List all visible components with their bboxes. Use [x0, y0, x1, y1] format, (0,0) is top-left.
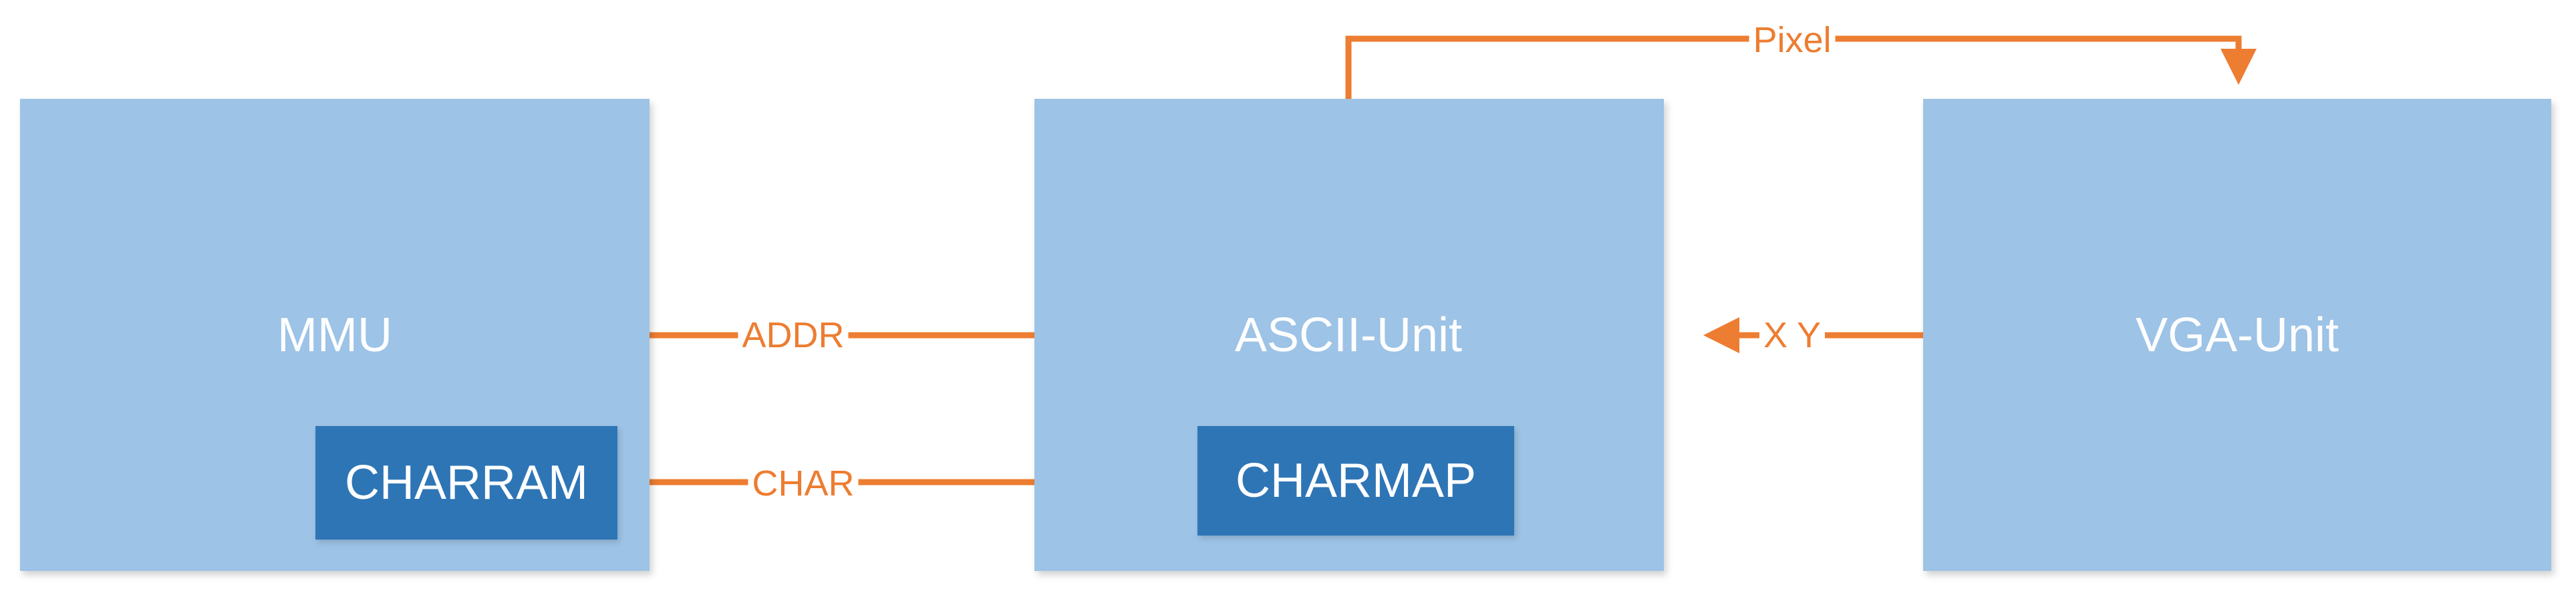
xy-signal-label: X Y [1759, 317, 1826, 353]
pixel-signal-label: Pixel [1749, 22, 1836, 58]
char-signal-label: CHAR [748, 465, 859, 502]
ascii-unit-label: ASCII-Unit [1234, 309, 1463, 362]
mmu-label: MMU [277, 309, 392, 362]
charmap-box: CHARMAP [1197, 426, 1514, 536]
addr-signal-label: ADDR [738, 317, 849, 353]
vga-unit-box [1923, 99, 2551, 571]
vga-unit-label: VGA-Unit [2135, 309, 2339, 362]
charram-box: CHARRAM [315, 426, 617, 540]
